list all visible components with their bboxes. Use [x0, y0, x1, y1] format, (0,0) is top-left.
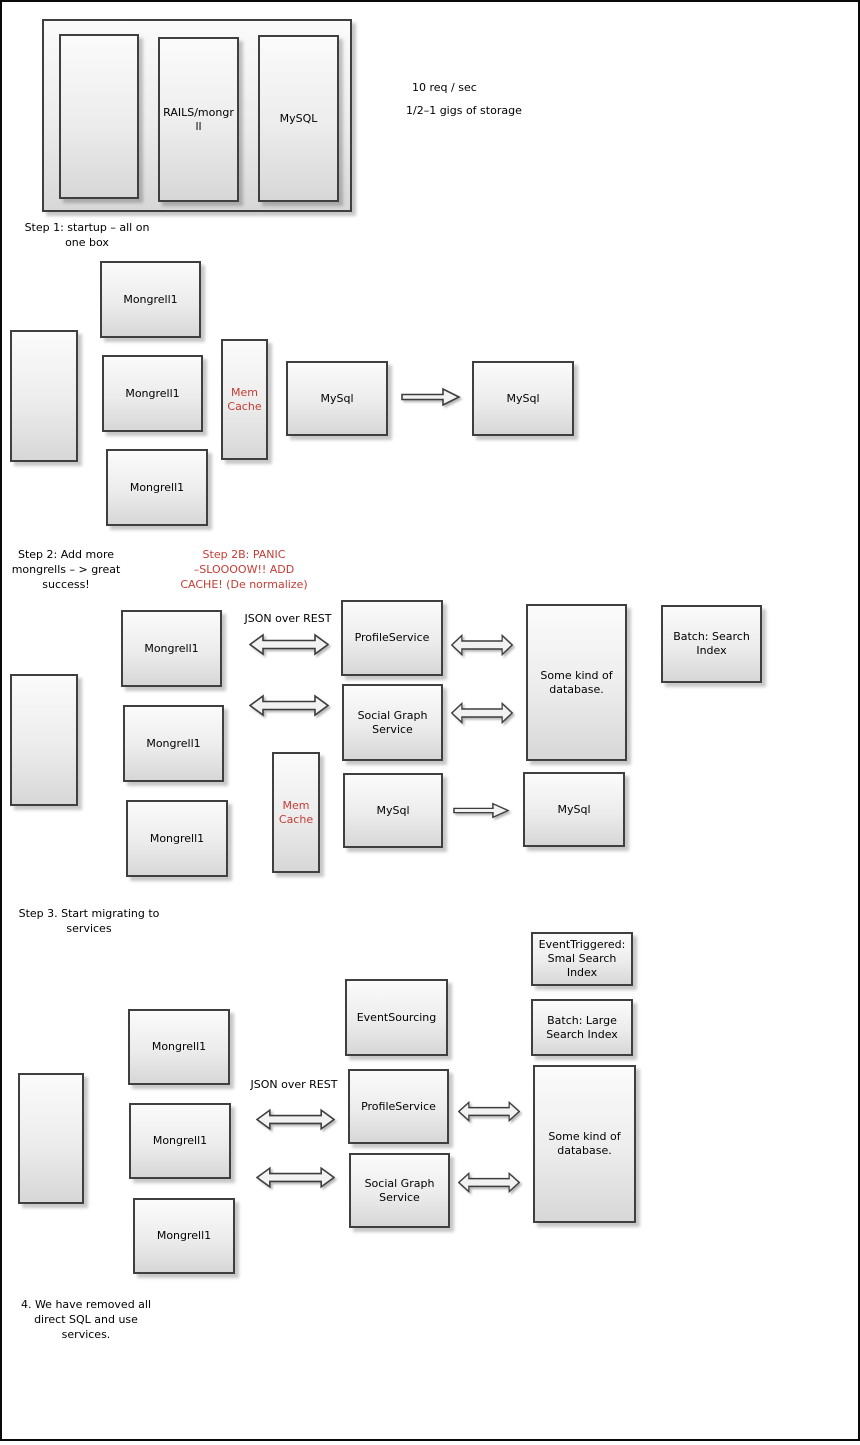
mysql-label: MySQL	[279, 111, 318, 125]
step2-mongrel-3: Mongrell1	[106, 449, 208, 526]
memcache-label: Mem Cache	[227, 385, 262, 413]
profile-service-label: ProfileService	[354, 631, 430, 644]
mongrel-label: Mongrell1	[146, 736, 201, 750]
batch-search-label: Batch: Search Index	[673, 630, 750, 657]
step4-mongrel-3: Mongrell1	[133, 1198, 235, 1274]
step3-memcache-box: Mem Cache	[272, 752, 320, 873]
step4-event-triggered-index: EventTriggered: Smal Search Index	[531, 932, 633, 986]
step3-mongrel-2: Mongrell1	[123, 705, 224, 782]
step4-database-box: Some kind of database.	[533, 1065, 636, 1223]
event-triggered-label: EventTriggered: Smal Search Index	[538, 938, 626, 979]
social-graph-label: Social Graph Service	[364, 1176, 435, 1204]
step1-rails-mongrel-box: RAILS/mongr ll	[158, 37, 239, 202]
step3-json-over-rest-label: JSON over REST	[244, 612, 332, 625]
mongrel-label: Mongrell1	[149, 831, 205, 845]
step2-mysql-primary: MySql	[286, 361, 388, 436]
step2-mysql-replica: MySql	[472, 361, 574, 436]
step4-batch-large-index: Batch: Large Search Index	[531, 999, 633, 1056]
mongrel-label: Mongrell1	[125, 386, 180, 400]
rails-mongrel-label: RAILS/mongr ll	[163, 105, 234, 133]
batch-large-label: Batch: Large Search Index	[546, 1013, 618, 1041]
memcache-label: Mem Cache	[278, 798, 314, 826]
step1-caption: Step 1: startup – all on one box	[24, 221, 150, 249]
double-arrow-icon	[249, 633, 329, 656]
mysql-label: MySql	[376, 803, 410, 817]
step4-client-box	[18, 1073, 84, 1204]
step3-mysql-primary: MySql	[343, 773, 443, 848]
step2b-caption: Step 2B: PANIC –SLOOOOW!! ADD CACHE! (De…	[180, 548, 308, 591]
double-arrow-icon	[458, 1171, 520, 1194]
step2-memcache-box: Mem Cache	[221, 339, 268, 460]
right-arrow-icon	[453, 802, 510, 819]
step1-unlabeled-box	[59, 34, 139, 199]
req-rate-text: 10 req / sec	[412, 81, 477, 94]
storage-text: 1/2–1 gigs of storage	[406, 104, 522, 117]
double-arrow-icon	[256, 1166, 335, 1189]
mongrel-label: Mongrell1	[144, 641, 199, 655]
mongrel-label: Mongrell1	[129, 480, 185, 494]
mysql-label: MySql	[320, 391, 354, 405]
step1-mysql-box: MySQL	[258, 35, 339, 202]
step4-mongrel-2: Mongrell1	[129, 1103, 231, 1179]
step3-caption: Step 3. Start migrating to services	[18, 907, 160, 935]
step3-client-box	[10, 674, 78, 806]
double-arrow-icon	[249, 694, 329, 717]
step2-caption: Step 2: Add more mongrells – > great suc…	[11, 548, 121, 591]
step2-mongrel-1: Mongrell1	[100, 261, 201, 338]
step3-batch-search-index: Batch: Search Index	[661, 605, 762, 683]
double-arrow-icon	[451, 633, 513, 657]
step4-social-graph-service: Social Graph Service	[349, 1153, 450, 1228]
mongrel-label: Mongrell1	[123, 292, 178, 306]
double-arrow-icon	[458, 1100, 520, 1123]
mysql-label: MySql	[506, 391, 540, 405]
step3-profile-service: ProfileService	[341, 600, 443, 676]
step3-mongrel-1: Mongrell1	[121, 610, 222, 687]
step4-event-sourcing: EventSourcing	[345, 979, 448, 1056]
step4-mongrel-1: Mongrell1	[128, 1009, 230, 1085]
mongrel-label: Mongrell1	[152, 1134, 208, 1147]
step1-server-box: RAILS/mongr ll MySQL	[42, 19, 352, 212]
right-arrow-icon	[401, 387, 461, 407]
step3-mysql-replica: MySql	[523, 772, 625, 847]
step4-caption: 4. We have removed all direct SQL and us…	[20, 1298, 152, 1341]
step2-client-box	[10, 330, 78, 462]
event-sourcing-label: EventSourcing	[356, 1010, 437, 1024]
double-arrow-icon	[256, 1108, 335, 1131]
social-graph-label: Social Graph Service	[357, 708, 428, 736]
step3-social-graph-service: Social Graph Service	[342, 684, 443, 761]
double-arrow-icon	[451, 701, 513, 725]
mongrel-label: Mongrell1	[156, 1229, 212, 1242]
step2-mongrel-2: Mongrell1	[102, 355, 203, 432]
step3-mongrel-3: Mongrell1	[126, 800, 228, 877]
step4-profile-service: ProfileService	[348, 1069, 449, 1144]
profile-service-label: ProfileService	[361, 1099, 436, 1113]
mongrel-label: Mongrell1	[151, 1040, 207, 1053]
database-label: Some kind of database.	[548, 1130, 621, 1157]
step4-json-over-rest-label: JSON over REST	[250, 1078, 338, 1091]
mysql-label: MySql	[557, 802, 591, 816]
step3-database-box: Some kind of database.	[526, 604, 627, 761]
database-label: Some kind of database.	[540, 668, 613, 696]
